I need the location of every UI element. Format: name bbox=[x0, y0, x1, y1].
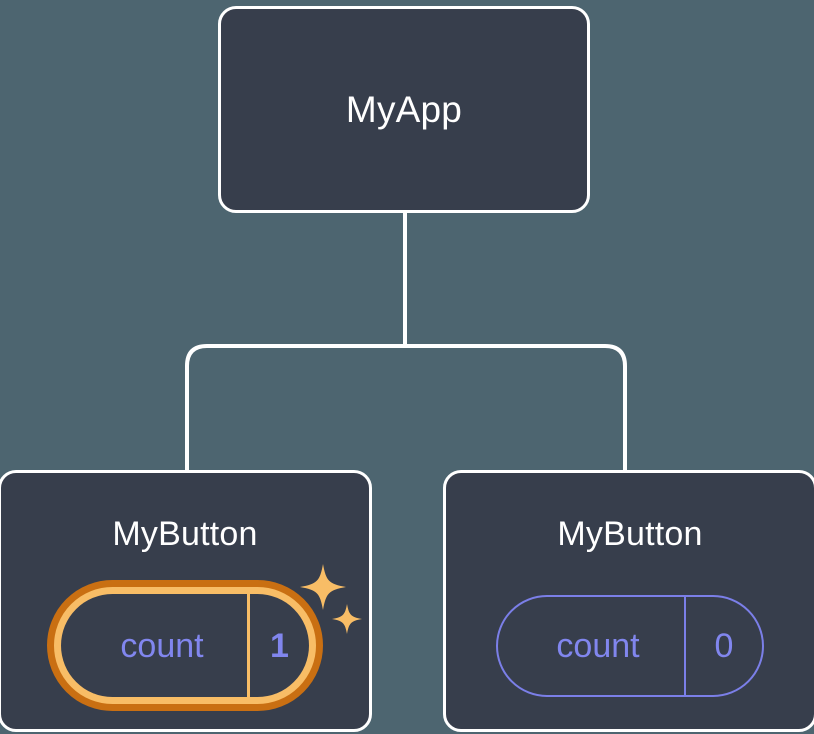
state-pill-inner-left: count 1 bbox=[61, 594, 309, 697]
node-card-child-left[interactable]: MyButton count 1 bbox=[0, 470, 372, 732]
node-card-child-right[interactable]: MyButton count 0 bbox=[443, 470, 814, 732]
state-value-right: 0 bbox=[684, 597, 762, 695]
node-title-child-right: MyButton bbox=[557, 515, 703, 553]
state-value-left: 1 bbox=[247, 594, 309, 697]
connector-branch-bar bbox=[185, 344, 627, 470]
state-key-left: count bbox=[120, 626, 204, 665]
node-card-root[interactable]: MyApp bbox=[218, 6, 590, 213]
sparkle-small-icon bbox=[332, 604, 362, 634]
state-pill-wrap-right: count 0 bbox=[496, 595, 764, 697]
state-pill-highlighted[interactable]: count 1 bbox=[47, 580, 323, 711]
state-pill-wrap-left: count 1 bbox=[47, 564, 362, 711]
state-key-right: count bbox=[556, 627, 640, 665]
node-title-root: MyApp bbox=[345, 89, 463, 130]
state-pill-plain[interactable]: count 0 bbox=[496, 595, 764, 697]
node-title-child-left: MyButton bbox=[112, 515, 258, 553]
